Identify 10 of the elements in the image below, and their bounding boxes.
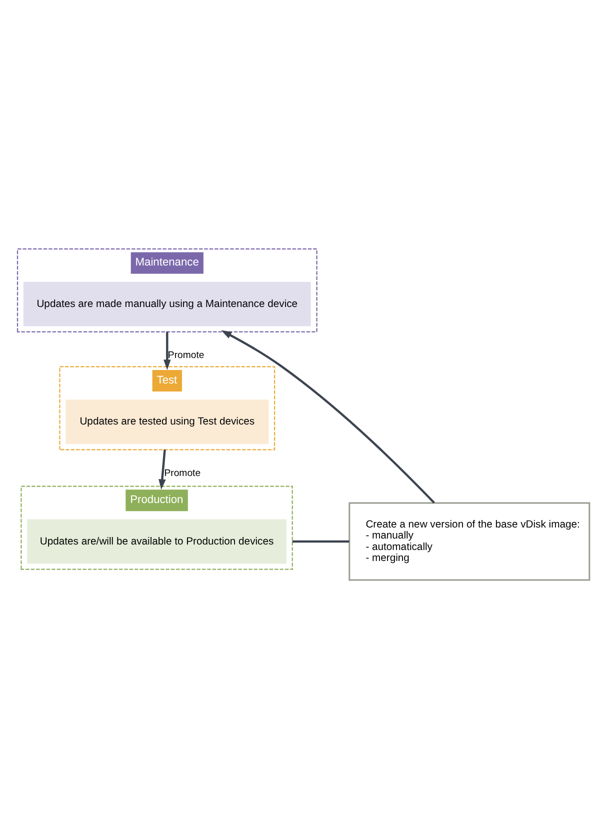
node-box: Updates are made manually using a Maintenance device [23,282,311,326]
arrow [221,330,435,504]
edge-label: Promote [164,468,201,479]
arrow [164,332,171,370]
arrow [158,450,166,490]
node-box: Updates are tested using Test devices [66,400,269,444]
connector [292,540,350,543]
node-box: Create a new version of the base vDisk image: - manually - automatically - merging [348,502,590,581]
edge-label: Promote [168,350,204,362]
node-box: Updates are/will be available to Production devices [27,519,286,564]
